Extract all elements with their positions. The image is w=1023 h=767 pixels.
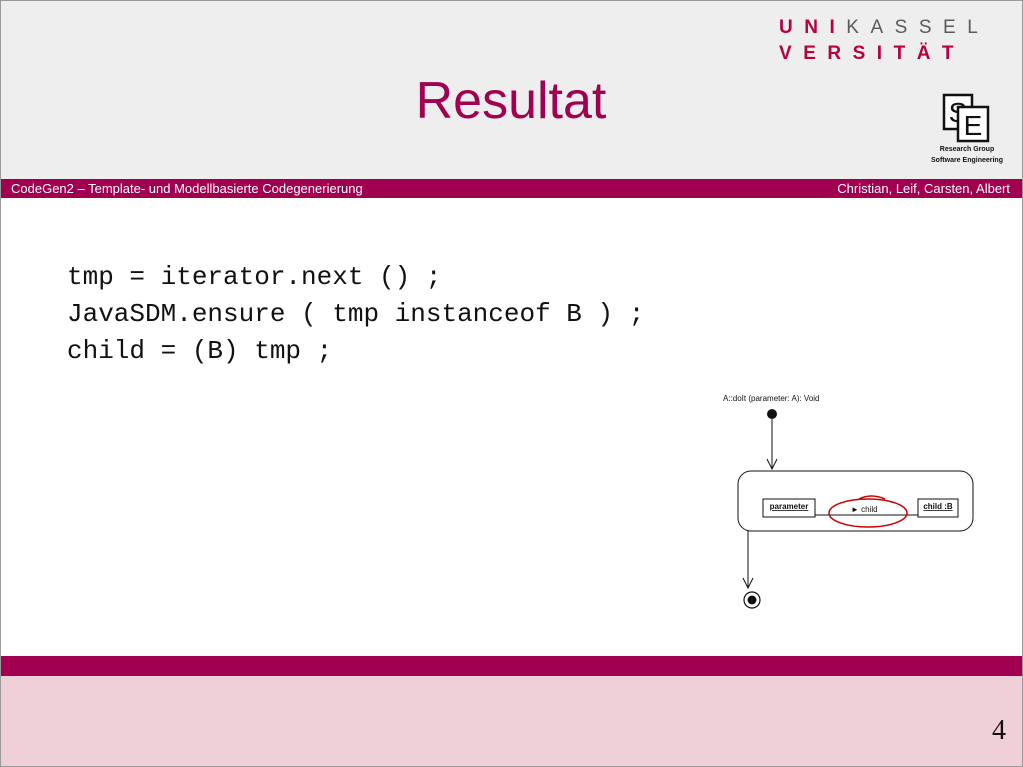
link-label: ► child xyxy=(851,505,878,514)
svg-text:E: E xyxy=(964,110,983,141)
footer-band xyxy=(1,656,1022,676)
activity-diagram: A::doIt (parameter: A): Void parameter c… xyxy=(723,394,974,609)
se-logo-icon: S E xyxy=(942,93,990,143)
slide-header: Resultat UNIKASSEL VERSITÄT S E Research… xyxy=(1,1,1022,179)
logo-line-2: VERSITÄT xyxy=(779,43,966,64)
authors: Christian, Leif, Carsten, Albert xyxy=(837,181,1010,196)
code-line: tmp = iterator.next () ; xyxy=(67,262,442,292)
course-title: CodeGen2 – Template- und Modellbasierte … xyxy=(11,181,363,196)
logo-line-1: UNIKASSEL xyxy=(779,17,990,38)
code-block: tmp = iterator.next () ; JavaSDM.ensure (… xyxy=(67,259,644,370)
object-parameter-label: parameter xyxy=(770,502,809,511)
research-group-logo: S E Research Group Software Engineering xyxy=(919,93,1015,165)
page-number: 4 xyxy=(992,715,1006,746)
slide-footer xyxy=(1,676,1022,766)
highlight-circle xyxy=(828,498,908,528)
start-node xyxy=(767,409,777,419)
slide-title: Resultat xyxy=(415,72,607,130)
code-line: child = (B) tmp ; xyxy=(67,336,333,366)
code-line: JavaSDM.ensure ( tmp instanceof B ) ; xyxy=(67,299,645,329)
object-parameter xyxy=(762,498,816,518)
university-logo: UNIKASSEL VERSITÄT xyxy=(779,15,1014,67)
method-signature: A::doIt (parameter: A): Void xyxy=(723,394,820,403)
header-band: CodeGen2 – Template- und Modellbasierte … xyxy=(1,179,1022,198)
se-caption-line-2: Software Engineering xyxy=(931,157,1003,164)
object-child xyxy=(917,498,959,518)
object-child-label: child :B xyxy=(923,502,953,511)
se-caption-line-1: Research Group xyxy=(939,146,995,153)
